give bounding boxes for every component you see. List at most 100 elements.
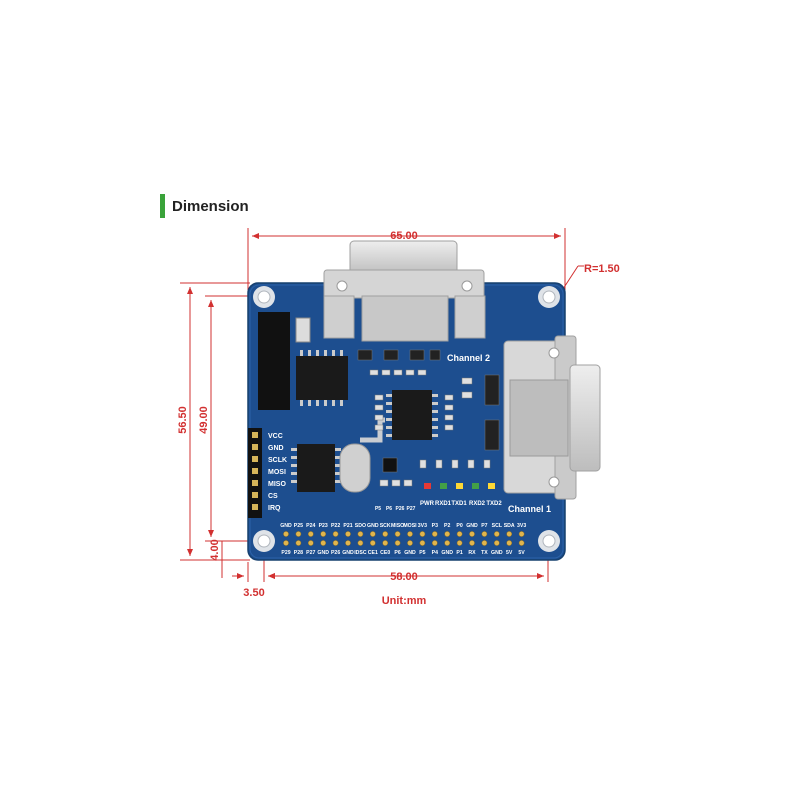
gpio-bottom-label: GND	[441, 550, 453, 556]
section-title: Dimension	[172, 197, 249, 215]
jumper-label: P27	[407, 506, 416, 512]
channel1-label: Channel 1	[508, 504, 551, 514]
gpio-pin	[481, 540, 488, 546]
mounting-hole-br	[538, 530, 560, 552]
gpio-pin	[444, 531, 451, 537]
gpio-pin	[320, 540, 327, 546]
gpio-pin	[493, 540, 500, 546]
gpio-top-label: GND	[367, 523, 379, 529]
gpio-bottom-label: GND	[317, 550, 329, 556]
gpio-bottom-label: GND	[491, 550, 503, 556]
hole-spacing-label: 58.00	[390, 571, 418, 583]
gpio-bottom-label: P27	[306, 550, 315, 556]
gpio-top-label: P2	[444, 523, 450, 529]
gpio-pin	[332, 540, 339, 546]
ic-chip-middle	[386, 390, 438, 440]
gpio-top-label: GND	[466, 523, 478, 529]
gpio-pin	[407, 531, 413, 537]
height-outer-label: 56.50	[177, 406, 189, 434]
gpio-top-label: 3V3	[418, 523, 427, 529]
gpio-bottom-label: CE1	[368, 550, 378, 556]
ic-chip-top	[296, 350, 348, 406]
gpio-pin	[394, 540, 401, 546]
gpio-pin	[307, 540, 314, 546]
gpio-pin	[506, 540, 513, 546]
led-labels: PWR RXD1 TXD1 RXD2 TXD2	[420, 501, 502, 507]
gpio-bottom-label: RX	[468, 550, 476, 556]
led-label: RXD1	[435, 501, 452, 507]
gpio-top-label: MOSI	[403, 523, 417, 529]
gpio-pin	[295, 531, 302, 537]
gpio-pin	[345, 540, 351, 546]
side-pin-label: GND	[268, 445, 284, 452]
led-label: TXD1	[451, 501, 467, 507]
gpio-pin	[345, 531, 351, 537]
gpio-header	[283, 531, 525, 546]
gpio-pin	[469, 531, 475, 537]
left-header-block	[258, 312, 290, 410]
gpio-pin	[332, 531, 339, 537]
jumper-label: P5	[375, 506, 381, 512]
crystal-oscillator	[339, 443, 371, 493]
gpio-pin	[518, 540, 525, 546]
unit-label: Unit:mm	[382, 595, 427, 607]
gpio-bottom-label: P6	[394, 550, 400, 556]
gpio-bottom-label: P4	[432, 550, 438, 556]
gpio-top-label: P7	[481, 523, 487, 529]
side-pin-label: SCLK	[268, 457, 287, 464]
gpio-top-label: P3	[432, 523, 438, 529]
gpio-pin	[407, 540, 413, 546]
gpio-bottom-label: GND	[404, 550, 416, 556]
gpio-pin	[493, 531, 500, 537]
gpio-bottom-label: IDSC	[354, 550, 367, 556]
side-pin-label: MOSI	[268, 469, 286, 476]
gpio-top-label: P25	[294, 523, 303, 529]
gpio-pin	[481, 531, 488, 537]
mounting-hole-tl	[253, 286, 275, 308]
gpio-pin	[456, 531, 463, 537]
gpio-pin	[506, 531, 513, 537]
gpio-pin	[382, 531, 389, 537]
pcb-board: Channel 2 Channel 1 PWR RXD1 TXD1 RXD2 T…	[247, 240, 601, 561]
gpio-pin	[444, 540, 451, 546]
side-pin-label: VCC	[268, 433, 283, 440]
offset-bottom-label: 4.00	[209, 539, 221, 560]
gpio-top-label: P0	[456, 523, 462, 529]
gpio-bottom-label: TX	[481, 550, 488, 556]
gpio-pin	[369, 540, 376, 546]
gpio-bottom-label: P29	[281, 550, 290, 556]
section-header: Dimension	[160, 194, 249, 218]
gpio-bottom-label: CE0	[380, 550, 390, 556]
smd-components	[357, 349, 500, 487]
channel2-label: Channel 2	[447, 353, 490, 363]
db9-connector-channel2	[323, 240, 486, 342]
gpio-top-label: P21	[343, 523, 352, 529]
gpio-top-label: P22	[331, 523, 340, 529]
side-pin-labels: VCC GND SCLK MOSI MISO CS IRQ	[268, 433, 287, 512]
gpio-pin	[419, 531, 426, 537]
jumper-label: P26	[396, 506, 405, 512]
ic-chip-bottom	[291, 444, 341, 492]
gpio-bottom-label: 5V	[518, 550, 525, 556]
side-pin-label: IRQ	[268, 505, 281, 512]
gpio-top-label: MISO	[391, 523, 404, 529]
height-inner-label: 49.00	[198, 406, 210, 434]
gpio-pin	[456, 540, 463, 546]
gpio-pin	[469, 540, 475, 546]
gpio-pin	[394, 531, 401, 537]
gpio-top-label: P23	[319, 523, 328, 529]
gpio-pin	[382, 540, 389, 546]
gpio-bottom-label: P1	[456, 550, 462, 556]
radius-label: R=1.50	[584, 263, 620, 275]
gpio-top-label: GND	[280, 523, 292, 529]
offset-left-label: 3.50	[243, 587, 264, 599]
gpio-pin	[369, 531, 376, 537]
mounting-hole-tr	[538, 286, 560, 308]
gpio-pin	[357, 540, 364, 546]
accent-bar	[160, 194, 165, 218]
gpio-bottom-label: P28	[294, 550, 303, 556]
gpio-pin	[283, 531, 289, 537]
gpio-pin	[320, 531, 327, 537]
